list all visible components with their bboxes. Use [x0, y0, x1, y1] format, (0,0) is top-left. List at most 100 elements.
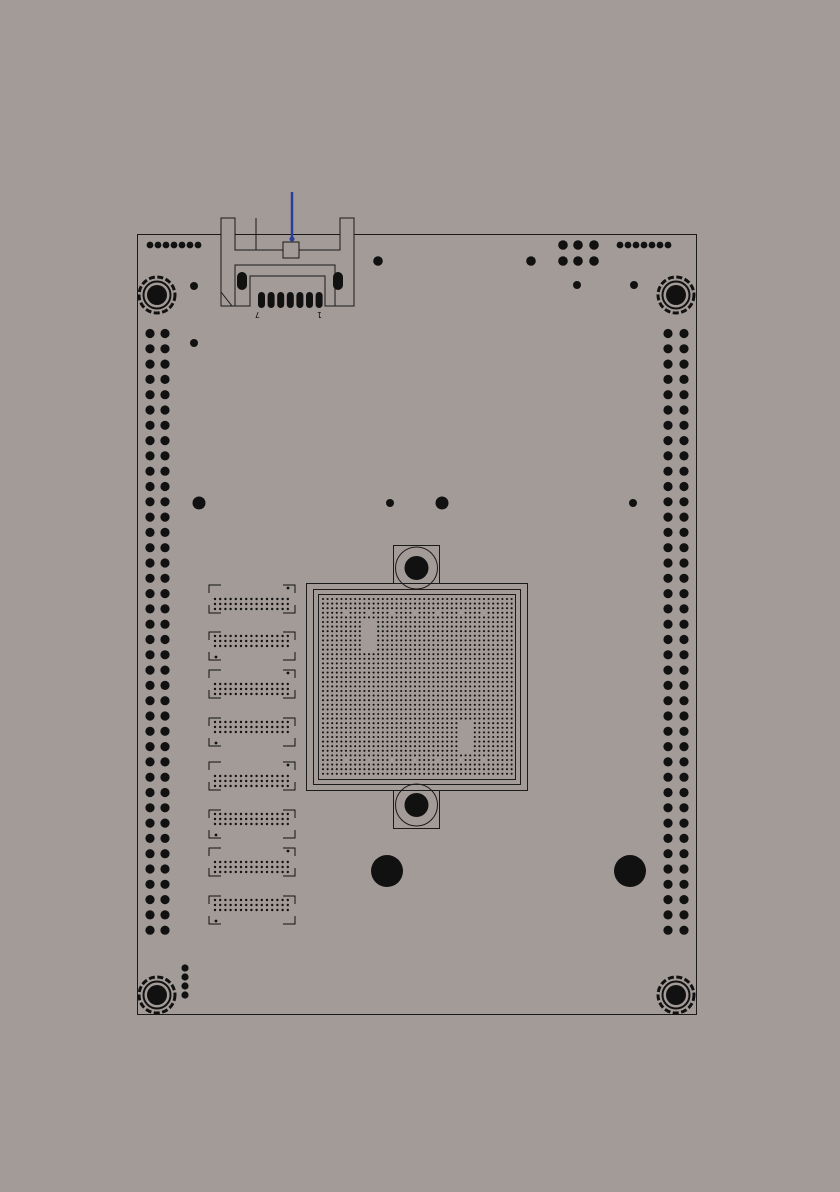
- memory-ball: [276, 683, 278, 685]
- pin-header-icon: [145, 528, 154, 537]
- bga-ball: [336, 699, 338, 701]
- bga-ball: [497, 768, 499, 770]
- memory-ball: [245, 866, 247, 868]
- bga-ball: [428, 768, 430, 770]
- pin-header-icon: [160, 543, 169, 552]
- bga-ball: [442, 667, 444, 669]
- bga-ball: [405, 764, 407, 766]
- bga-ball: [492, 630, 494, 632]
- bga-ball: [497, 644, 499, 646]
- bga-ball: [478, 607, 480, 609]
- bga-ball: [478, 685, 480, 687]
- memory-ball: [250, 598, 252, 600]
- bga-ball: [506, 603, 508, 605]
- memory-ball: [229, 598, 231, 600]
- memory-ball: [245, 780, 247, 782]
- via-icon: [436, 497, 449, 510]
- bga-ball: [331, 764, 333, 766]
- memory-ball: [266, 780, 268, 782]
- bga-ball: [345, 727, 347, 729]
- bga-ball: [409, 699, 411, 701]
- bga-ball: [368, 607, 370, 609]
- bga-ball: [331, 681, 333, 683]
- memory-ball: [250, 866, 252, 868]
- pin-header-icon: [663, 773, 672, 782]
- bga-ball: [437, 667, 439, 669]
- pin-header-icon: [679, 604, 688, 613]
- pin-header-icon: [679, 589, 688, 598]
- bga-ball: [409, 736, 411, 738]
- memory-ball: [224, 785, 226, 787]
- bga-ball: [428, 598, 430, 600]
- memory-ball: [229, 780, 231, 782]
- bga-ball: [382, 658, 384, 660]
- bga-ball: [409, 722, 411, 724]
- bga-ball: [423, 667, 425, 669]
- bga-ball: [478, 630, 480, 632]
- bga-ball: [354, 653, 356, 655]
- bga-ball: [405, 731, 407, 733]
- via-icon: [617, 242, 624, 249]
- bga-ball: [409, 658, 411, 660]
- memory-ball: [240, 813, 242, 815]
- memory-ball: [266, 823, 268, 825]
- bga-ball: [488, 630, 490, 632]
- bga-ball: [469, 598, 471, 600]
- bga-ball-grid: [322, 598, 513, 775]
- bga-ball: [432, 658, 434, 660]
- memory-ball: [281, 635, 283, 637]
- bga-ball: [474, 639, 476, 641]
- bga-ball: [414, 598, 416, 600]
- bga-ball: [497, 662, 499, 664]
- bga-ball: [423, 745, 425, 747]
- pin-header-icon: [160, 528, 169, 537]
- memory-ball: [224, 775, 226, 777]
- bga-ball: [345, 667, 347, 669]
- bga-ball: [455, 626, 457, 628]
- bga-ball: [405, 681, 407, 683]
- bga-ball: [488, 759, 490, 761]
- bga-ball: [373, 722, 375, 724]
- pin-header-icon: [679, 528, 688, 537]
- bga-ball: [488, 773, 490, 775]
- bga-ball: [478, 699, 480, 701]
- bga-ball: [478, 764, 480, 766]
- bga-ball: [478, 722, 480, 724]
- memory-pin1-mark: [215, 920, 218, 923]
- memory-ball: [224, 645, 226, 647]
- bga-ball: [327, 626, 329, 628]
- bga-ball: [359, 616, 361, 618]
- pin-header-icon: [160, 880, 169, 889]
- bga-ball: [460, 773, 462, 775]
- bga-ball: [465, 713, 467, 715]
- pin-header-left: [145, 329, 169, 935]
- bga-ball: [336, 662, 338, 664]
- bga-ball: [414, 727, 416, 729]
- bga-ball: [359, 667, 361, 669]
- memory-ball: [276, 645, 278, 647]
- bga-ball: [455, 644, 457, 646]
- bga-ball: [368, 727, 370, 729]
- bga-ball: [359, 773, 361, 775]
- bga-ball: [350, 630, 352, 632]
- bga-ball: [483, 768, 485, 770]
- bga-ball: [363, 699, 365, 701]
- bga-ball: [363, 603, 365, 605]
- bga-ball: [391, 713, 393, 715]
- pin-header-icon: [160, 482, 169, 491]
- bga-ball: [391, 690, 393, 692]
- bga-ball: [327, 708, 329, 710]
- bga-ball: [377, 736, 379, 738]
- bga-ball: [405, 704, 407, 706]
- bga-ball: [455, 768, 457, 770]
- bga-ball: [363, 676, 365, 678]
- pin-header-icon: [160, 604, 169, 613]
- bga-ball: [469, 621, 471, 623]
- bga-ball: [446, 704, 448, 706]
- bga-ball: [492, 662, 494, 664]
- bga-ball: [497, 630, 499, 632]
- pin-header-icon: [663, 727, 672, 736]
- bga-ball: [327, 635, 329, 637]
- pin-header-icon: [160, 834, 169, 843]
- via-icon: [171, 242, 178, 249]
